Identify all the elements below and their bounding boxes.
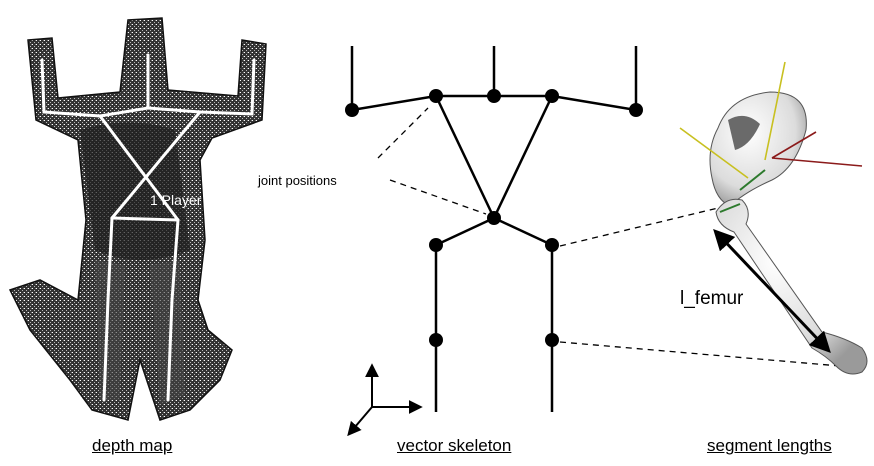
joint-right-shoulder	[545, 89, 559, 103]
torso-right-bone	[494, 96, 552, 218]
femur-label: l_femur	[680, 288, 743, 310]
axis-z-arrow	[349, 407, 372, 434]
joint-right-hip	[545, 238, 559, 252]
right-hip-bone	[494, 218, 552, 245]
pelvis-bone	[710, 92, 806, 206]
joint-pelvis	[487, 211, 501, 225]
leader-joint-lower	[390, 180, 486, 214]
joint-positions-label: joint positions	[258, 173, 337, 188]
player-label: 1 Player	[150, 192, 202, 208]
bone-model	[680, 62, 867, 374]
joint-left-shoulder	[429, 89, 443, 103]
joint-left-knee	[429, 333, 443, 347]
caption-vector-skeleton: vector skeleton	[397, 436, 511, 456]
joint-right-knee	[545, 333, 559, 347]
femur-bone	[716, 199, 867, 374]
caption-depth-map: depth map	[92, 436, 172, 456]
joint-left-hand	[345, 103, 359, 117]
joint-right-hand	[629, 103, 643, 117]
leader-knee-femur	[560, 342, 840, 366]
joint-neck	[487, 89, 501, 103]
caption-segment-lengths: segment lengths	[707, 436, 832, 456]
joint-left-hip	[429, 238, 443, 252]
coordinate-axes	[349, 366, 420, 434]
left-hip-bone	[436, 218, 494, 245]
leader-joint-upper	[378, 108, 428, 158]
leader-hip-femur	[560, 208, 718, 246]
depth-map-image: 1 Player	[10, 18, 266, 420]
skeleton-joints	[345, 89, 643, 347]
